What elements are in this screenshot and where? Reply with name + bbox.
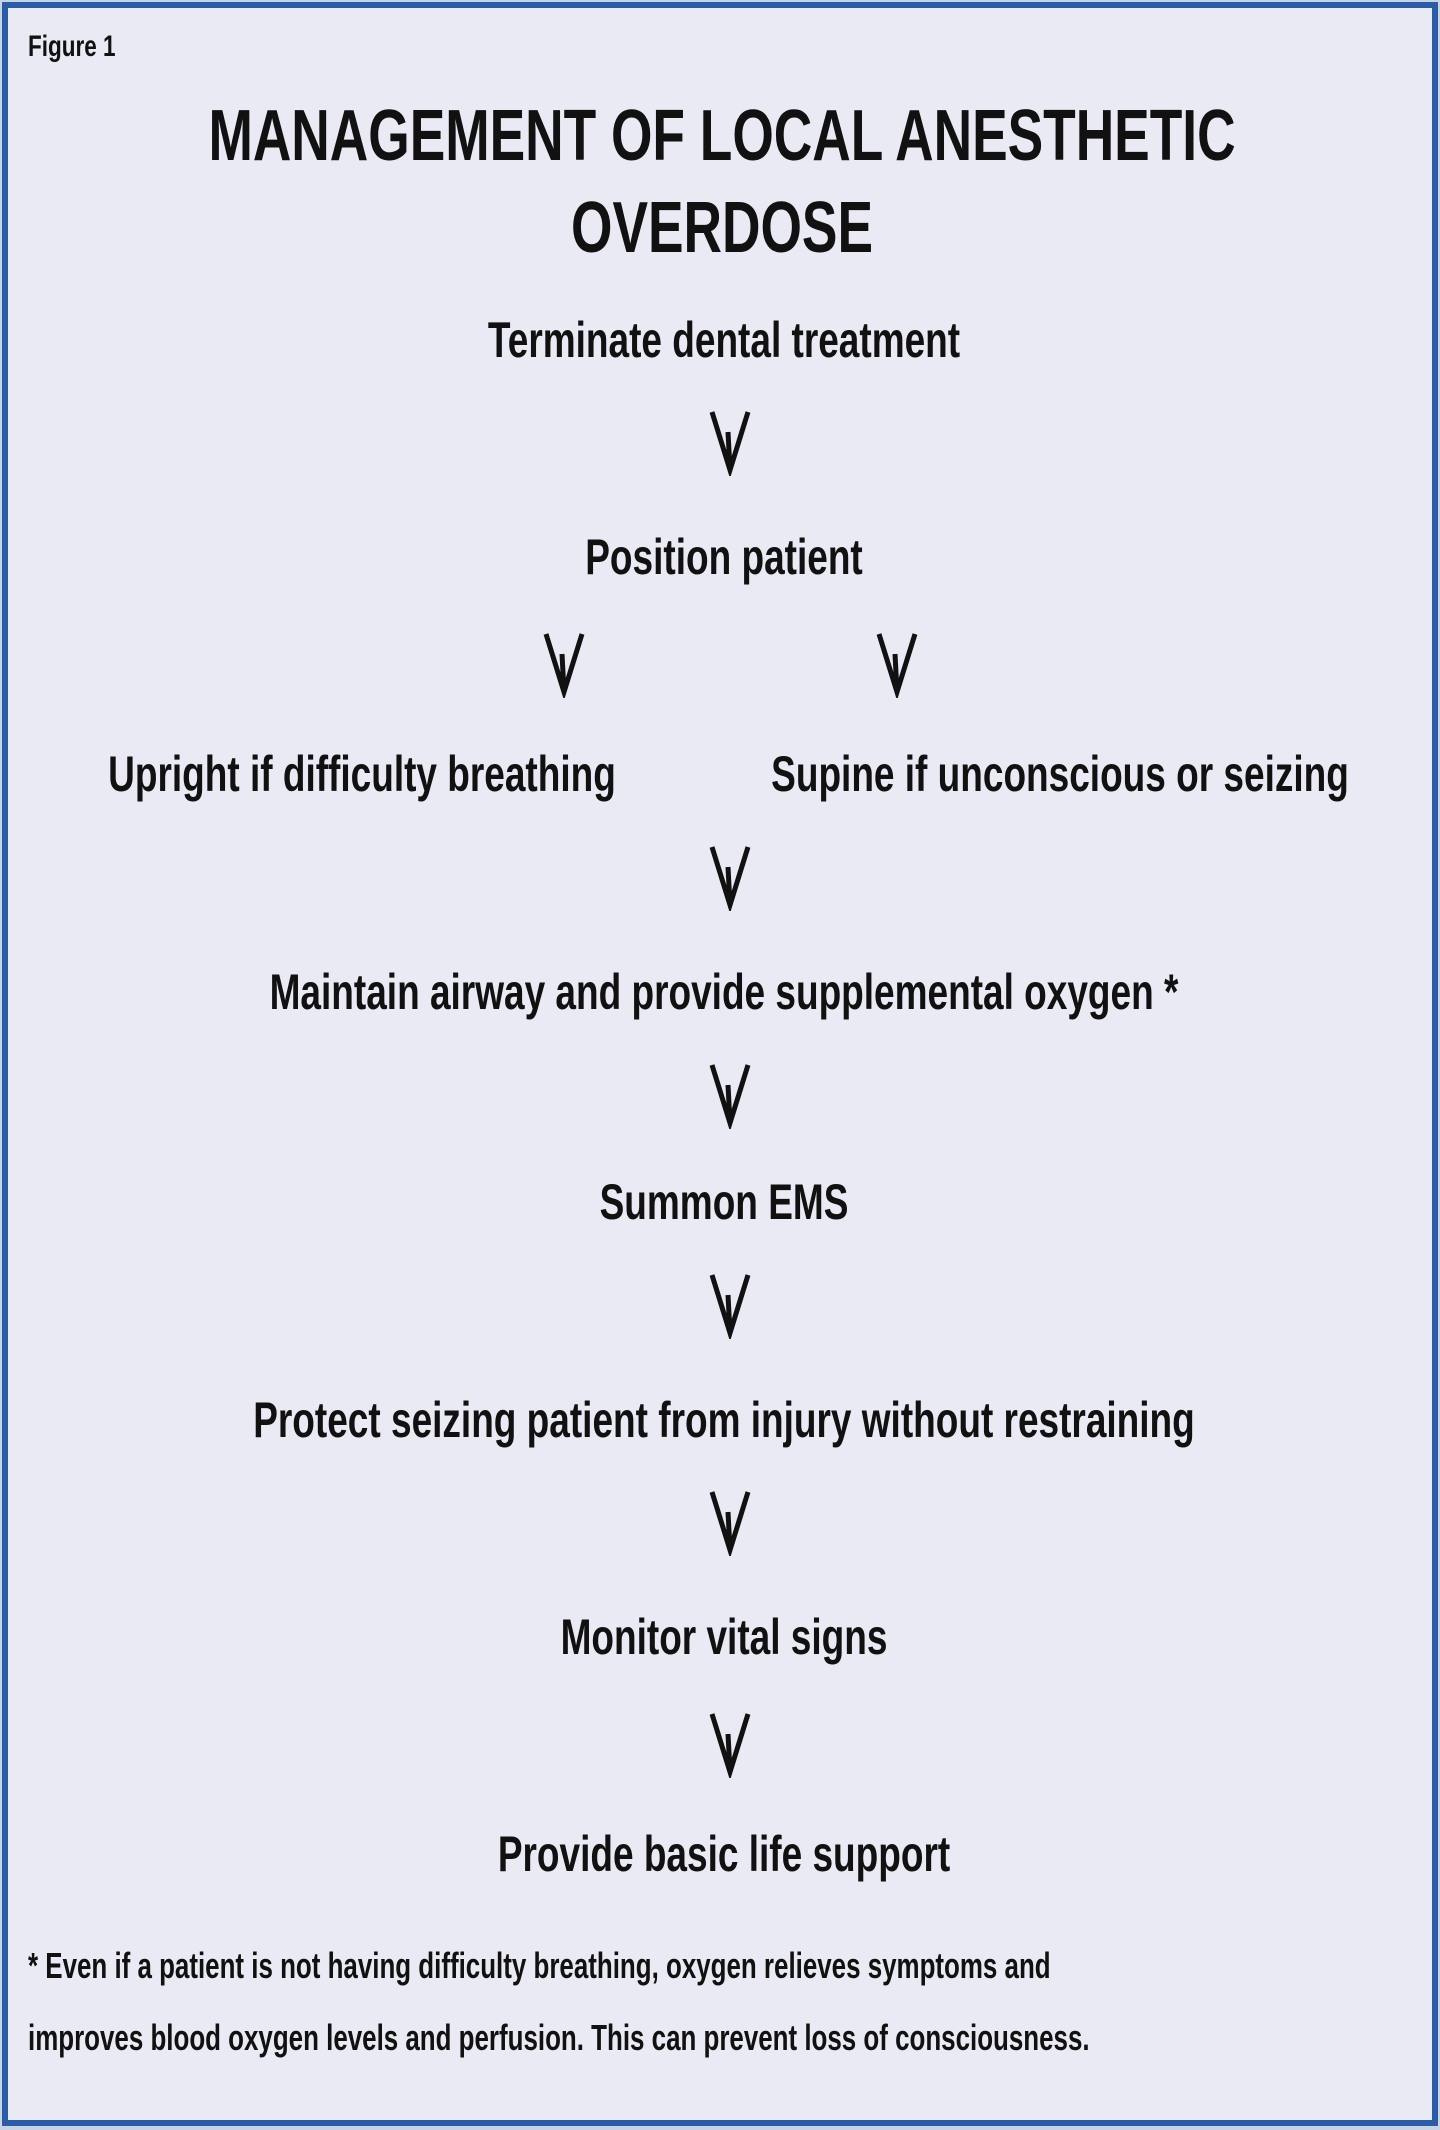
title-line-1: MANAGEMENT OF LOCAL ANESTHETIC bbox=[208, 96, 1236, 176]
step-summon-ems: Summon EMS bbox=[599, 1174, 849, 1230]
step-protect-patient: Protect seizing patient from injury with… bbox=[253, 1392, 1195, 1448]
arrow-down-icon bbox=[709, 1713, 751, 1778]
step-terminate-treatment: Terminate dental treatment bbox=[487, 312, 961, 368]
arrow-down-icon bbox=[709, 1491, 751, 1556]
title-line-2: OVERDOSE bbox=[571, 188, 873, 268]
step-basic-life-support: Provide basic life support bbox=[497, 1826, 951, 1882]
figure-label: Figure 1 bbox=[28, 30, 116, 63]
arrow-down-icon bbox=[709, 1274, 751, 1339]
step-supine: Supine if unconscious or seizing bbox=[771, 746, 1349, 802]
step-monitor-vitals: Monitor vital signs bbox=[560, 1609, 888, 1665]
step-maintain-airway: Maintain airway and provide supplemental… bbox=[269, 964, 1179, 1020]
footnote-line-1: * Even if a patient is not having diffic… bbox=[28, 1945, 1051, 1986]
arrow-down-icon bbox=[709, 846, 751, 911]
arrow-down-icon bbox=[709, 1064, 751, 1129]
arrow-down-icon bbox=[709, 411, 751, 476]
step-upright: Upright if difficulty breathing bbox=[108, 746, 616, 802]
arrow-down-icon bbox=[876, 633, 918, 698]
step-position-patient: Position patient bbox=[585, 529, 863, 585]
arrow-down-icon bbox=[543, 633, 585, 698]
footnote-line-2: improves blood oxygen levels and perfusi… bbox=[28, 2017, 1090, 2058]
